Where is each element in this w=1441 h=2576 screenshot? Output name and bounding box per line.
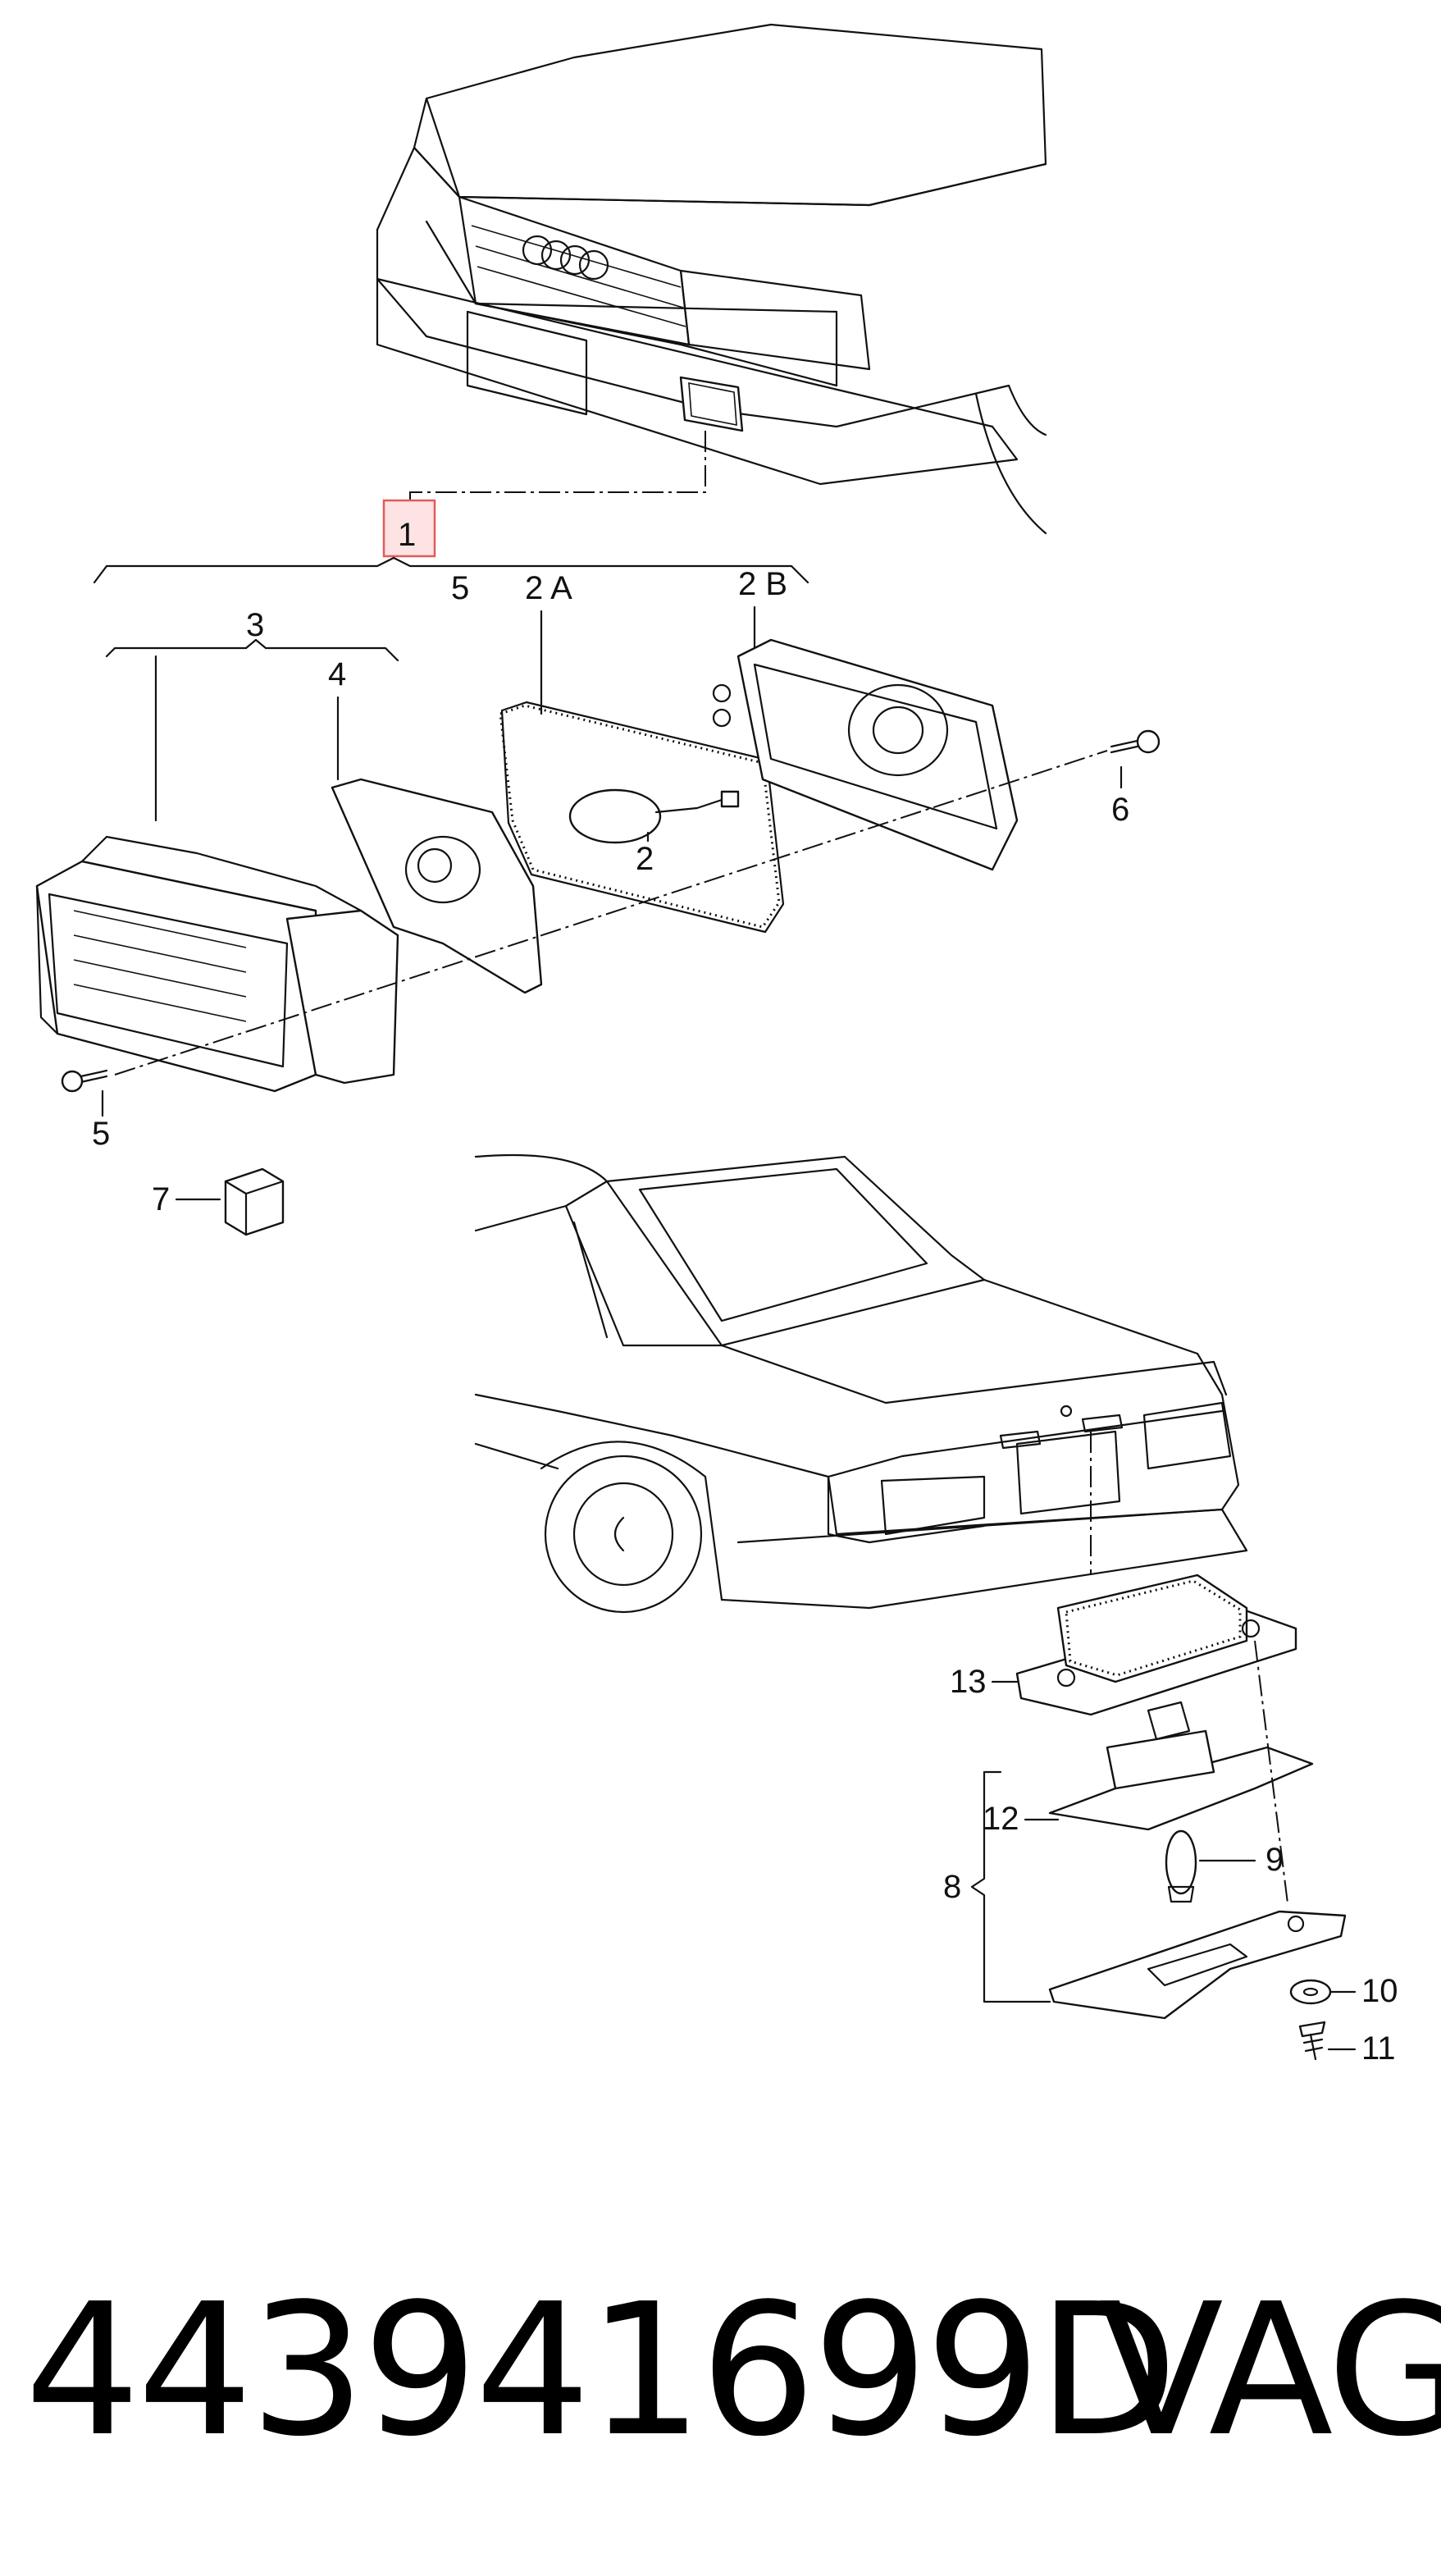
callout-7: 7 — [152, 1181, 170, 1217]
callout-3: 3 — [246, 607, 264, 643]
license-lamp-parts — [1015, 1573, 1347, 2061]
callout-5-top: 5 — [451, 570, 469, 606]
footer: 443941699D VAG — [25, 2264, 1441, 2478]
callout-5-bottom: 5 — [92, 1116, 110, 1152]
alignment-line — [114, 750, 1108, 1076]
callout-1-highlight — [382, 499, 436, 558]
callout-13: 13 — [950, 1664, 987, 1700]
car-rear-illustration — [474, 1153, 1248, 1614]
fog-light-assembly — [35, 638, 1161, 1093]
part-number: 443941699D — [25, 2265, 1178, 2477]
brand-label: VAG — [1099, 2265, 1441, 2477]
alignment-line-rear — [1254, 1640, 1288, 1904]
bracket-3 — [105, 638, 399, 662]
bracket-8 — [970, 1770, 1051, 2003]
callout-12: 12 — [983, 1801, 1019, 1837]
assembly-bracket — [93, 556, 809, 584]
callout-9: 9 — [1265, 1842, 1284, 1878]
callout-11: 11 — [1361, 2030, 1396, 2067]
callout-10: 10 — [1361, 1973, 1398, 2009]
callout-4: 4 — [328, 656, 346, 692]
callout-1: 1 — [398, 517, 416, 553]
callout-2b: 2 B — [738, 566, 787, 602]
parts-diagram: 1 — [35, 23, 1398, 2067]
callout-2a: 2 A — [525, 570, 572, 606]
leader-1 — [409, 431, 706, 513]
callout-8: 8 — [943, 1869, 961, 1905]
car-front-illustration — [376, 23, 1047, 535]
callout-6: 6 — [1111, 792, 1129, 828]
relay-part — [224, 1167, 285, 1236]
callout-2: 2 — [636, 841, 654, 877]
